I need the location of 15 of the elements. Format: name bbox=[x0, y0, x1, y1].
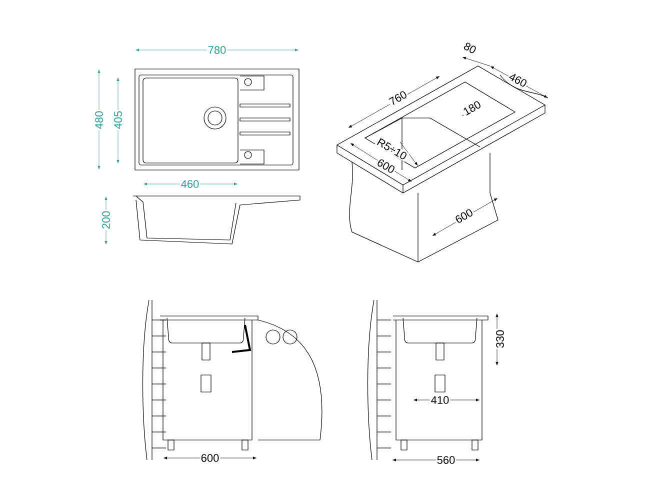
dimension-label: 600 bbox=[452, 206, 476, 226]
dimension-label: 760 bbox=[386, 88, 410, 108]
dimension-label: 600 bbox=[374, 156, 398, 176]
dimension-label: 405 bbox=[113, 110, 123, 130]
dimension-label: 480 bbox=[94, 110, 104, 130]
dimension-label: 200 bbox=[101, 210, 111, 230]
dimension-label: 560 bbox=[436, 455, 456, 465]
dimension-label: 330 bbox=[495, 328, 505, 350]
dimension-label: 600 bbox=[200, 453, 220, 463]
dimension-label: 460 bbox=[180, 179, 200, 189]
dimension-label: 410 bbox=[430, 395, 450, 405]
dimension-label: 780 bbox=[206, 45, 228, 55]
dimension-label: 80 bbox=[461, 40, 479, 56]
dimension-label: 180 bbox=[460, 98, 484, 118]
dimension-label: 460 bbox=[506, 70, 530, 90]
